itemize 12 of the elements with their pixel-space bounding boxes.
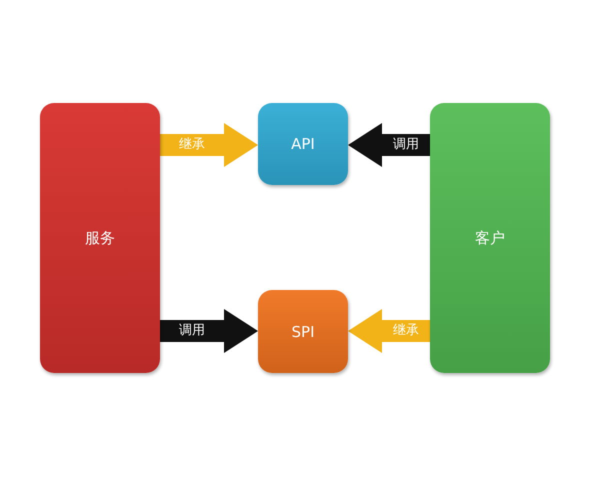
- block-arrow: [160, 123, 258, 167]
- block-arrow: [348, 123, 430, 167]
- box-label: 客户: [475, 228, 505, 248]
- box-label: API: [291, 135, 315, 153]
- rounded-box: [40, 103, 160, 373]
- block-arrow: [160, 309, 258, 353]
- box-label: SPI: [292, 322, 314, 340]
- rounded-box: [430, 103, 550, 373]
- block-arrow: [348, 309, 430, 353]
- rounded-box: [258, 290, 348, 373]
- rounded-box: [258, 103, 348, 185]
- box-label: 服务: [85, 228, 115, 248]
